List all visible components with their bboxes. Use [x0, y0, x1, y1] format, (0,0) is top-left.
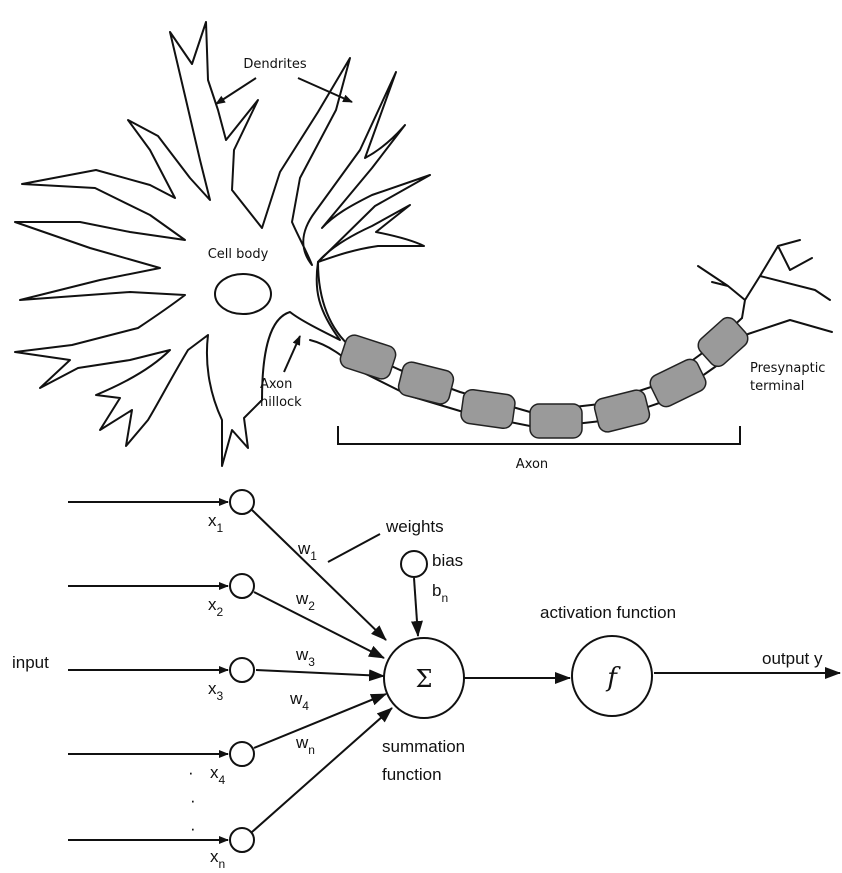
- myelin-segment: [338, 333, 398, 381]
- w4-label: w4: [289, 689, 309, 713]
- activation-label: activation function: [540, 603, 676, 622]
- output-label: output y: [762, 649, 823, 668]
- w3-label: w3: [295, 645, 315, 669]
- wn-label: wn: [295, 733, 315, 757]
- weight-line-2: [254, 592, 384, 658]
- weight-line-1: [252, 510, 386, 640]
- bias-symbol: bn: [432, 581, 448, 605]
- w2-label: w2: [295, 589, 315, 613]
- ellipsis-dot: ·: [190, 791, 196, 810]
- bias-label: bias: [432, 551, 463, 570]
- input-node-x1: [230, 490, 254, 514]
- myelin-segment: [530, 404, 582, 438]
- axon-hillock-arrow: [284, 336, 300, 372]
- w1-label: w1: [297, 539, 317, 563]
- input-node-x2: [230, 574, 254, 598]
- bias-line: [414, 578, 418, 636]
- weight-line-4: [254, 694, 386, 748]
- axon-hillock-label-1: Axon: [260, 377, 292, 392]
- dendrite-tree: [15, 22, 430, 466]
- weights-pointer: [328, 534, 380, 562]
- myelin-sheaths: [338, 314, 751, 438]
- axon-hillock-label-2: hillock: [260, 395, 302, 410]
- myelin-segment: [397, 360, 456, 406]
- dendrites-label: Dendrites: [243, 57, 307, 72]
- summation-label-1: summation: [382, 737, 465, 756]
- presynaptic-label-2: terminal: [750, 379, 804, 394]
- cell-body-label: Cell body: [208, 247, 269, 262]
- input-node-x3: [230, 658, 254, 682]
- myelin-segment: [695, 314, 752, 370]
- weights-label: weights: [385, 517, 444, 536]
- presynaptic-label-1: Presynaptic: [750, 361, 825, 376]
- summation-label-2: function: [382, 765, 442, 784]
- weight-line-3: [256, 670, 384, 676]
- input-node-x4: [230, 742, 254, 766]
- dendrites-arrow-left: [216, 78, 256, 104]
- sigma-symbol: Σ: [416, 665, 433, 693]
- weight-line-n: [252, 708, 392, 832]
- x1-label: x1: [208, 511, 224, 535]
- x2-label: x2: [208, 595, 224, 619]
- x3-label: x3: [208, 679, 224, 703]
- nucleus: [215, 274, 271, 314]
- input-node-xn: [230, 828, 254, 852]
- axon-label: Axon: [516, 457, 548, 472]
- xn-label: xn: [210, 847, 225, 871]
- myelin-segment: [460, 389, 516, 430]
- myelin-segment: [647, 356, 709, 409]
- presynaptic-branches: [698, 240, 832, 334]
- x4-label: x4: [210, 763, 226, 787]
- input-label: input: [12, 653, 49, 672]
- bias-node: [401, 551, 427, 577]
- ellipsis-dot: ·: [188, 763, 194, 782]
- ellipsis-dot: ·: [190, 819, 196, 838]
- myelin-segment: [593, 388, 652, 434]
